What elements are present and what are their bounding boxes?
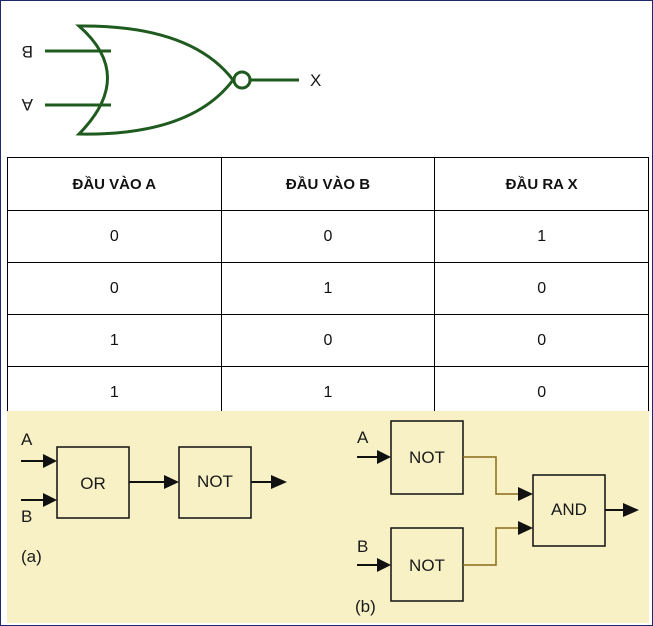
diagram-b-not-top-label: NOT bbox=[409, 448, 445, 467]
diagram-a-arrow-b bbox=[43, 493, 57, 507]
cell: 0 bbox=[434, 314, 649, 367]
diagram-a-not-block bbox=[178, 446, 252, 519]
header-input-b: ĐẦU VÀO B bbox=[220, 157, 436, 211]
cell: 0 bbox=[434, 366, 649, 419]
cell: 0 bbox=[7, 262, 222, 315]
diagram-a-or-label: OR bbox=[80, 474, 106, 493]
diagram-b-arrow-and-bottom bbox=[518, 521, 533, 535]
diagram-a-arrow-out bbox=[271, 475, 287, 489]
diagram-a-or-block bbox=[56, 446, 130, 519]
diagram-b-arrow-b bbox=[377, 558, 391, 572]
truth-table: ĐẦU VÀO A ĐẦU VÀO B ĐẦU RA X 0 0 1 0 1 0… bbox=[7, 157, 649, 419]
diagram-b-not-bottom-block bbox=[390, 527, 464, 602]
diagram-b-label-b: B bbox=[357, 537, 368, 556]
nor-label-x: X bbox=[310, 71, 321, 90]
diagram-a-label-a: A bbox=[21, 430, 33, 449]
diagram-b-connector-bottom bbox=[463, 527, 521, 566]
diagram-a-not-label: NOT bbox=[197, 472, 233, 491]
diagram-b-arrow-out bbox=[623, 503, 639, 517]
cell: 0 bbox=[434, 262, 649, 315]
table-row: 1 1 0 bbox=[7, 366, 649, 419]
diagram-b: A NOT B NOT AND (b) bbox=[355, 420, 639, 616]
table-row: 0 0 1 bbox=[7, 210, 649, 263]
cell: 1 bbox=[434, 210, 649, 263]
diagram-b-arrow-a bbox=[377, 450, 391, 464]
diagram-b-and-label: AND bbox=[551, 500, 587, 519]
diagram-b-arrow-and-top bbox=[518, 487, 533, 501]
nor-inversion-bubble bbox=[232, 70, 252, 90]
cell: 0 bbox=[220, 210, 436, 263]
diagram-b-not-bottom-label: NOT bbox=[409, 556, 445, 575]
cell: 0 bbox=[220, 314, 436, 367]
nor-gate-symbol: B A X bbox=[21, 24, 321, 136]
diagram-a-caption: (a) bbox=[21, 547, 42, 566]
table-row: 0 1 0 bbox=[7, 262, 649, 315]
equivalent-circuits: A B OR NOT (a) A NOT bbox=[21, 420, 639, 616]
cell: 1 bbox=[7, 314, 222, 367]
diagram-a-label-b: B bbox=[21, 507, 32, 526]
cell: 1 bbox=[220, 366, 436, 419]
cell: 0 bbox=[7, 210, 222, 263]
diagram-a-arrow-mid bbox=[164, 475, 179, 489]
diagram-a-arrow-a bbox=[43, 454, 57, 468]
cell: 1 bbox=[220, 262, 436, 315]
table-row: 1 0 0 bbox=[7, 314, 649, 367]
diagram-b-connector-top bbox=[463, 456, 521, 495]
header-output-x: ĐẦU RA X bbox=[434, 157, 649, 211]
diagram-b-label-a: A bbox=[357, 428, 369, 447]
diagram-a: A B OR NOT (a) bbox=[21, 430, 287, 566]
diagram-b-and-block bbox=[532, 474, 606, 547]
equivalent-circuits-panel: A B OR NOT (a) A NOT bbox=[7, 411, 649, 623]
nor-label-b: B bbox=[22, 42, 33, 61]
header-input-a: ĐẦU VÀO A bbox=[7, 157, 222, 211]
table-header-row: ĐẦU VÀO A ĐẦU VÀO B ĐẦU RA X bbox=[7, 157, 649, 211]
nor-label-a: A bbox=[21, 95, 33, 114]
diagram-b-not-top-block bbox=[390, 420, 464, 495]
cell: 1 bbox=[7, 366, 222, 419]
diagram-b-caption: (b) bbox=[355, 597, 376, 616]
nor-gate-body bbox=[75, 24, 235, 136]
